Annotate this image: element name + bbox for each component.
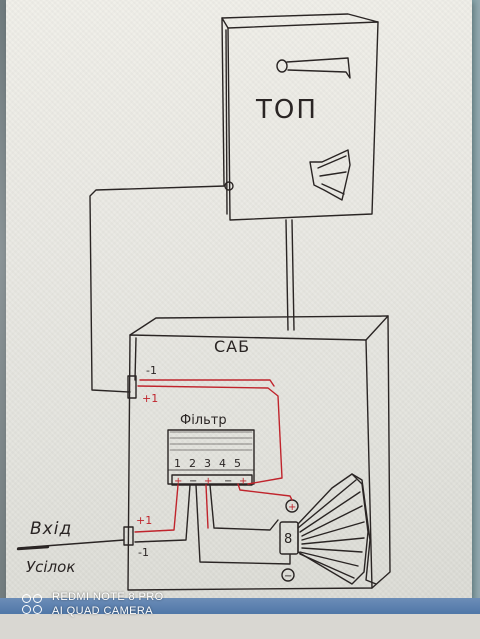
red-wire-upper [137,385,283,485]
upper-jack-plus-label: +1 [142,392,158,405]
filter-pin-4: 4 [219,457,226,470]
red-wire-upper-inner [139,379,275,387]
red-wire-speaker [237,483,293,501]
speaker-minus-label: − [284,571,292,582]
sub-box-label: САБ [214,337,250,356]
filter-speaker-wire-2 [209,484,279,531]
lower-jack-plus-label: +1 [136,514,152,527]
background-edge [470,0,480,600]
top-box-top [221,13,379,23]
top-jack-wire [89,185,226,393]
top-sub-cable [285,219,295,331]
terminal-plus-1: + [174,476,182,487]
tweeter-dome [276,59,288,73]
camera-logo-icon [22,592,46,616]
lower-jack-minus-label: -1 [138,546,149,559]
watermark-line-2: AI QUAD CAMERA [52,605,153,617]
filter-terminals [171,474,253,486]
sub-box-top [129,315,389,341]
filter-pin-5: 5 [234,457,241,470]
filter-minus-wire [134,484,191,543]
filter-label: Фільтр [180,413,227,428]
tweeter-horn [286,57,351,79]
input-label: Вхід [30,519,72,539]
filter-board [167,429,255,485]
watermark-line-1: REDMI NOTE 8 PRO [52,591,164,603]
sub-box-front [127,334,373,591]
camera-watermark: REDMI NOTE 8 PRO AI QUAD CAMERA [22,590,164,618]
top-box-inner-left [225,29,228,215]
sub-upper-jack [127,375,137,399]
terminal-minus-2: − [189,476,197,487]
terminal-plus-5: + [239,476,247,487]
sub-box-inner [134,337,137,381]
sub-lower-jack [123,526,134,546]
speaker-cone [297,473,369,585]
terminal-plus-3: + [204,476,212,487]
speaker-plus-label: + [288,502,296,513]
amplifier-label: Усілок [26,558,75,576]
filter-pin-1: 1 [174,457,181,470]
speaker-minus-terminal [281,568,295,582]
blue-strip [0,598,480,614]
paper-texture [6,0,472,600]
upper-jack-minus-label: -1 [146,364,157,377]
paper-sheet [6,0,472,600]
top-box-front [227,21,379,221]
top-horn [309,149,351,201]
sub-box-side [371,315,391,589]
terminal-minus-4: − [224,476,232,487]
desk-surface [0,614,480,639]
red-wire-2 [205,484,209,529]
red-wire-input-plus [134,484,179,533]
filter-pin-2: 2 [189,457,196,470]
filter-speaker-minus-wire [195,484,291,565]
filter-pin-3: 3 [204,457,211,470]
top-box-label: ТОП [255,95,318,125]
speaker-mark: 8 [284,532,292,547]
